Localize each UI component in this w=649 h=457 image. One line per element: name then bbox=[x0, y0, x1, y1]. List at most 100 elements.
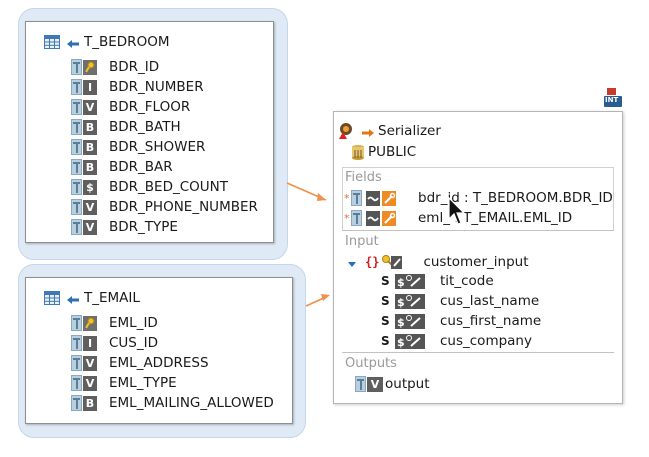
input-item-row[interactable]: S $ tit_code bbox=[381, 272, 494, 290]
column-name: BDR_SHOWER bbox=[109, 139, 206, 155]
serializer-node[interactable]: Serializer PUBLIC Fields Input {} custom… bbox=[333, 111, 623, 404]
column-name: BDR_TYPE bbox=[109, 219, 178, 235]
field-binding: T_BEDROOM.BDR_ID bbox=[472, 190, 613, 206]
table-column-row[interactable]: B EML_MAILING_ALLOWED bbox=[71, 394, 274, 412]
table-column-row[interactable]: V BDR_TYPE bbox=[71, 218, 178, 236]
table-column-row[interactable]: EML_ID bbox=[71, 314, 158, 332]
serializer-schema: PUBLIC bbox=[350, 143, 416, 161]
field-column-icon bbox=[351, 210, 363, 226]
arrow-left-icon bbox=[66, 293, 80, 304]
column-type-icon: B bbox=[71, 395, 97, 411]
column-name: EML_TYPE bbox=[109, 375, 177, 391]
output-type-badge: V bbox=[367, 377, 383, 392]
column-name: EML_ADDRESS bbox=[109, 355, 209, 371]
input-item-row[interactable]: S$cus_first_name bbox=[381, 312, 541, 330]
table-column-row[interactable]: I BDR_NUMBER bbox=[71, 78, 204, 96]
column-type-icon: V bbox=[71, 99, 97, 115]
column-type-icon: B bbox=[71, 139, 97, 155]
input-section-label: Input bbox=[345, 234, 379, 249]
table-name: T_BEDROOM bbox=[84, 34, 170, 50]
svg-text:$: $ bbox=[397, 316, 405, 329]
required-marker-icon: * bbox=[344, 211, 350, 225]
column-type-icon: B bbox=[71, 159, 97, 175]
column-type-badge: V bbox=[83, 100, 97, 115]
table-grid-icon bbox=[44, 291, 60, 305]
string-type-icon: $ bbox=[395, 273, 425, 289]
column-type-icon: $ bbox=[71, 179, 97, 195]
tilde-badge-icon bbox=[366, 190, 380, 206]
arrow-left-icon bbox=[66, 37, 80, 48]
field-separator: : bbox=[459, 190, 473, 206]
field-row[interactable]: *bdr_id : T_BEDROOM.BDR_ID bbox=[344, 189, 613, 207]
tilde-badge-icon bbox=[366, 210, 380, 226]
input-item-row[interactable]: S$cus_company bbox=[381, 332, 532, 350]
object-braces-icon: {} bbox=[365, 255, 380, 269]
field-binding: T_EMAIL.EML_ID bbox=[463, 210, 573, 226]
column-type-badge: I bbox=[83, 80, 97, 95]
database-icon bbox=[350, 144, 366, 160]
column-type-icon: V bbox=[71, 199, 97, 215]
column-type-icon bbox=[71, 315, 97, 331]
integration-badge-label: INT bbox=[605, 96, 619, 104]
field-column-icon bbox=[351, 190, 363, 206]
column-type-icon: I bbox=[71, 335, 97, 351]
schema-name: PUBLIC bbox=[368, 144, 417, 160]
table-column-row[interactable]: V BDR_FLOOR bbox=[71, 98, 190, 116]
table-column-row[interactable]: V EML_ADDRESS bbox=[71, 354, 209, 372]
string-marker: S bbox=[381, 274, 390, 288]
column-name: BDR_FLOOR bbox=[109, 99, 191, 115]
table-column-row[interactable]: $BDR_BED_COUNT bbox=[71, 178, 228, 196]
table-name: T_EMAIL bbox=[84, 290, 140, 306]
column-type-badge: B bbox=[83, 396, 97, 411]
column-name: EML_ID bbox=[109, 315, 158, 331]
table-header: T_EMAIL bbox=[44, 289, 140, 307]
column-type-badge: V bbox=[83, 220, 97, 235]
column-type-icon: V bbox=[71, 355, 97, 371]
table-column-row[interactable]: B BDR_SHOWER bbox=[71, 138, 205, 156]
fields-section bbox=[342, 167, 614, 230]
svg-text:$: $ bbox=[397, 336, 405, 349]
column-name: EML_MAILING_ALLOWED bbox=[109, 395, 274, 411]
outputs-section-label: Outputs bbox=[345, 356, 397, 371]
connector-arrowhead bbox=[317, 193, 326, 201]
key-wrench-icon bbox=[381, 254, 403, 270]
column-type-icon: V bbox=[71, 219, 97, 235]
column-type-icon: I bbox=[71, 79, 97, 95]
column-name: BDR_NUMBER bbox=[109, 79, 204, 95]
connector-arrowhead bbox=[321, 294, 330, 301]
string-marker: S bbox=[381, 334, 390, 348]
serializer-header: Serializer bbox=[338, 122, 441, 140]
input-item-name: cus_last_name bbox=[440, 293, 540, 309]
output-name: output bbox=[385, 376, 430, 392]
string-marker: S bbox=[381, 294, 390, 308]
column-type-icon bbox=[71, 59, 97, 75]
field-name: eml_ bbox=[418, 210, 450, 226]
column-type-badge: $ bbox=[83, 180, 97, 195]
serializer-warning-icon bbox=[338, 122, 356, 140]
column-type-icon: B bbox=[71, 119, 97, 135]
required-marker-icon: * bbox=[344, 191, 350, 205]
serializer-arrow-icon bbox=[361, 126, 375, 137]
input-root-row[interactable]: {} customer_input bbox=[347, 253, 529, 271]
output-row[interactable]: V output bbox=[355, 375, 430, 393]
svg-text:$: $ bbox=[397, 296, 405, 309]
input-item-row[interactable]: S $ cus_last_name bbox=[381, 292, 539, 310]
column-type-icon: V bbox=[355, 376, 385, 392]
integration-badge-icon: INT bbox=[602, 88, 624, 108]
input-item-name: tit_code bbox=[440, 273, 494, 289]
table-column-row[interactable]: V EML_TYPE bbox=[71, 374, 177, 392]
input-item-name: cus_first_name bbox=[440, 313, 542, 329]
table-column-row[interactable]: BDR_ID bbox=[71, 58, 159, 76]
column-type-icon: V bbox=[71, 375, 97, 391]
column-type-badge: B bbox=[83, 120, 97, 135]
expand-arrow-icon[interactable] bbox=[347, 257, 357, 267]
column-name: BDR_ID bbox=[109, 59, 160, 75]
fields-section-label: Fields bbox=[345, 170, 382, 185]
table-header: T_BEDROOM bbox=[44, 33, 169, 51]
